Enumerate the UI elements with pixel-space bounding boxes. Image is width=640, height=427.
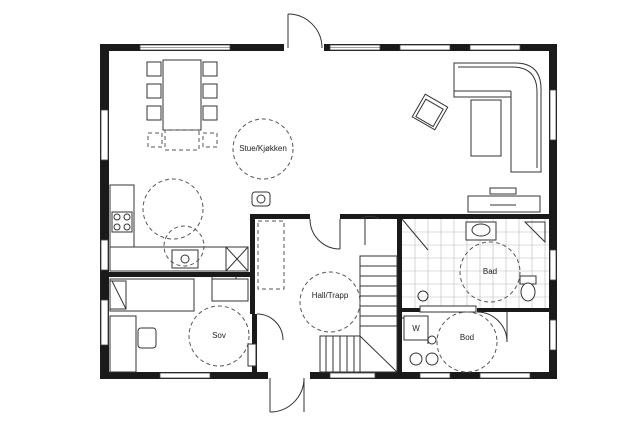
windows [100,44,557,379]
hall-clearance [299,271,361,333]
storage-clearance [436,311,498,373]
tv-bench [467,187,541,213]
sofa [453,62,542,173]
chair [146,61,162,77]
room-label-living-kitchen: Stue/Kjøkken [239,144,287,153]
entry-door-bottom[interactable] [269,377,305,413]
bathroom-clearance [459,241,521,303]
bedroom-clearance [188,305,250,367]
room-label-bedroom: Sov [212,331,226,340]
room-label-hall: Hall/Trapp [312,291,349,300]
kitchen [109,178,249,272]
bathroom-fixtures [401,218,546,313]
entry-door-top[interactable] [287,13,323,49]
staircase [257,220,398,373]
armchair [411,93,449,131]
bedroom-furniture [109,278,257,373]
fireplace [251,191,271,207]
storage-fixtures: W [403,315,439,366]
washer-icon: W [412,324,420,333]
dining-set [146,59,218,151]
room-label-storage: Bod [460,333,474,342]
living-room-clearance [232,118,294,180]
room-label-bathroom: Bad [483,267,497,276]
